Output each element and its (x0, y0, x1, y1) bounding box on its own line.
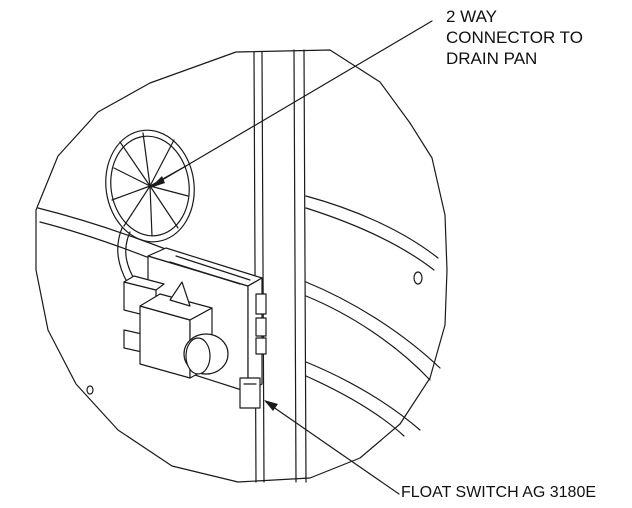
connector-leader-line (151, 20, 433, 187)
float-switch-housing (123, 247, 267, 409)
detail-view-boundary (35, 49, 448, 483)
float-switch-leader-line (265, 401, 400, 495)
connector-label-line-1: 2 WAY (446, 7, 498, 26)
connector-callout-label: 2 WAY CONNECTOR TO DRAIN PAN (446, 6, 583, 69)
float-switch-leader-arrowhead (264, 400, 278, 411)
connector-label-line-2: CONNECTOR TO (446, 28, 583, 47)
float-switch-callout-label: FLOAT SWITCH AG 3180E (401, 484, 597, 501)
screw-hole-right (413, 271, 423, 285)
connector-label-line-3: DRAIN PAN (446, 49, 538, 68)
two-way-connector (105, 129, 195, 243)
drain-pan-right-edge (305, 195, 441, 437)
frame-post (253, 49, 307, 483)
screw-hole-left (86, 385, 94, 395)
